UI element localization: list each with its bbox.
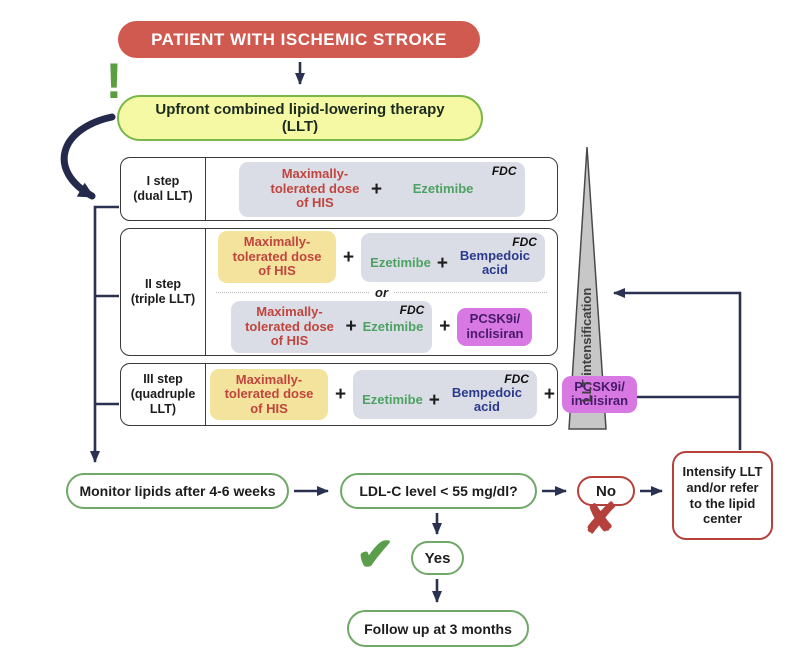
warning-exclamation-icon: ! [105, 53, 123, 109]
drug-his: Maximally-tolerated dose of HIS [224, 371, 314, 416]
step3-label-line2: (quadruple LLT) [130, 387, 196, 416]
plus-sign: + [343, 246, 355, 268]
step3-label: III step (quadruple LLT) [121, 364, 206, 425]
red-cross-icon: ✘ [583, 495, 619, 542]
plus-sign: + [345, 316, 357, 338]
fdc-label: FDC [512, 234, 537, 249]
step3-row: Maximally-tolerated dose of HIS + FDC Ez… [206, 367, 641, 423]
intensify-llt-label: Intensify LLT and/or refer to the lipid … [682, 464, 763, 527]
llt-intensification-label: LLT intensification [579, 287, 594, 403]
followup-box: Follow up at 3 months [347, 610, 529, 647]
upfront-llt-box: Upfront combined lipid-lowering therapy … [117, 95, 483, 141]
plus-sign: + [436, 252, 448, 274]
plus-sign: + [543, 383, 556, 405]
fdc-combo-chip: FDC Maximally-tolerated dose of HIS + Ez… [230, 301, 433, 353]
drug-ezetimibe: Ezetimibe [370, 254, 431, 270]
or-label: or [375, 284, 388, 300]
patient-box-label: PATIENT WITH ISCHEMIC STROKE [151, 29, 447, 49]
drug-pcsk9i-inclisiran: PCSK9i/ inclisiran [571, 378, 629, 410]
drug-his: Maximally-tolerated dose of HIS [270, 166, 360, 211]
fdc-label: FDC [399, 303, 425, 317]
pcsk9i-line1: PCSK9i/ [574, 378, 625, 394]
drug-ezetimibe: Ezetimibe [362, 392, 423, 408]
drug-pcsk9i-inclisiran: PCSK9i/ inclisiran [466, 310, 524, 342]
step1-content: FDC Maximally-tolerated dose of HIS + Ez… [206, 158, 557, 220]
ldl-question-box: LDL-C level < 55 mg/dl? [340, 473, 537, 509]
drug-ezetimibe: Ezetimibe [362, 318, 424, 334]
step3-box: III step (quadruple LLT) Maximally-toler… [120, 363, 638, 426]
step2-label: II step (triple LLT) [121, 229, 206, 355]
pcsk9i-line2: inclisiran [466, 325, 524, 341]
ldl-question-label: LDL-C level < 55 mg/dl? [359, 483, 518, 499]
step3-label-line1: III step [143, 372, 183, 386]
yes-label: Yes [424, 549, 451, 567]
upfront-llt-line2: (LLT) [281, 118, 319, 135]
plus-sign: + [335, 383, 347, 405]
monitor-lipids-label: Monitor lipids after 4-6 weeks [79, 483, 276, 499]
his-chip: Maximally-tolerated dose of HIS [210, 368, 328, 421]
step1-label-line1: I step [146, 174, 180, 188]
pcsk9i-line1: PCSK9i/ [469, 310, 521, 326]
yes-box: Yes [411, 541, 464, 575]
step2-option2-row: FDC Maximally-tolerated dose of HIS + Ez… [206, 299, 557, 355]
no-box: No [577, 476, 635, 506]
step2-label-line1: II step [144, 277, 182, 291]
step1-box: I step (dual LLT) FDC Maximally-tolerate… [120, 157, 558, 221]
dotted-line [394, 291, 547, 293]
step2-box: II step (triple LLT) Maximally-tolerated… [120, 228, 558, 356]
or-separator: or [206, 284, 557, 300]
monitor-lipids-box: Monitor lipids after 4-6 weeks [66, 473, 289, 509]
pcsk9i-chip: PCSK9i/ inclisiran [562, 375, 638, 414]
green-check-icon: ✔ [356, 528, 395, 580]
step2-label-line2: (triple LLT) [130, 292, 196, 306]
patient-ischemic-stroke-box: PATIENT WITH ISCHEMIC STROKE [118, 21, 480, 58]
drug-bempedoic-acid: Bempedoic acid [459, 247, 530, 278]
step2-option1-row: Maximally-tolerated dose of HIS + FDC Ez… [206, 229, 557, 285]
fdc-combo-chip: FDC Ezetimibe + Bempedoic acid [361, 232, 545, 282]
left-bracket-line [93, 205, 119, 453]
drug-ezetimibe: Ezetimibe [412, 180, 474, 196]
curved-arrow-to-step1 [60, 113, 116, 200]
fdc-label: FDC [504, 371, 529, 386]
drug-his: Maximally-tolerated dose of HIS [232, 234, 322, 279]
plus-sign: + [439, 316, 451, 338]
drug-bempedoic-acid: Bempedoic acid [451, 384, 522, 415]
fdc-combo-chip: FDC Ezetimibe + Bempedoic acid [353, 369, 537, 420]
intensify-llt-box: Intensify LLT and/or refer to the lipid … [672, 451, 773, 540]
step1-fdc-combo-chip: FDC Maximally-tolerated dose of HIS + Ez… [238, 161, 525, 217]
his-chip: Maximally-tolerated dose of HIS [218, 231, 337, 283]
pcsk9i-chip: PCSK9i/ inclisiran [457, 307, 533, 346]
plus-sign: + [428, 389, 440, 411]
no-label: No [596, 482, 616, 500]
step3-content: Maximally-tolerated dose of HIS + FDC Ez… [206, 364, 641, 425]
step2-content: Maximally-tolerated dose of HIS + FDC Ez… [206, 229, 557, 355]
dotted-line [216, 291, 369, 293]
upfront-llt-line1: Upfront combined lipid-lowering therapy [155, 100, 445, 118]
plus-sign: + [370, 178, 383, 200]
fdc-label: FDC [491, 163, 517, 178]
step1-label: I step (dual LLT) [121, 158, 206, 220]
drug-his: Maximally-tolerated dose of HIS [245, 304, 334, 349]
pcsk9i-line2: inclisiran [571, 393, 629, 409]
step1-label-line2: (dual LLT) [133, 189, 193, 203]
followup-label: Follow up at 3 months [364, 620, 512, 637]
